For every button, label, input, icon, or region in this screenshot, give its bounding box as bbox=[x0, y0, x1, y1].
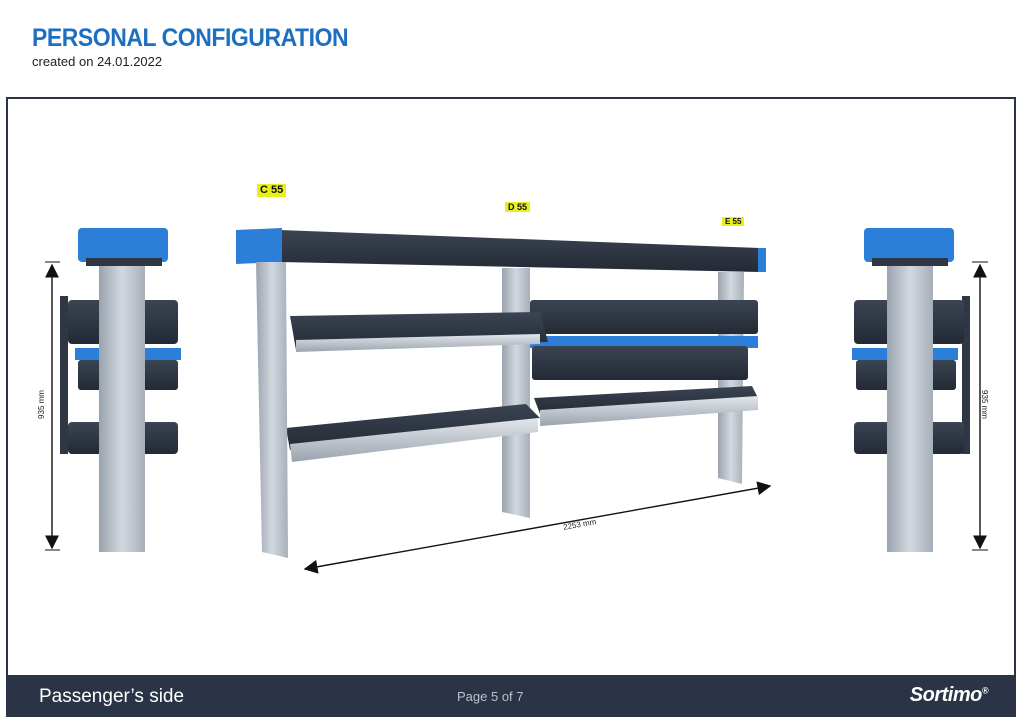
label-e55: E 55 bbox=[722, 217, 745, 227]
footer-bar: Passenger’s side Page 5 of 7 Sortimo® bbox=[6, 675, 1016, 717]
page-title: PERSONAL CONFIGURATION bbox=[32, 24, 349, 52]
creation-date: created on 24.01.2022 bbox=[32, 54, 163, 69]
right-side-view bbox=[852, 228, 970, 552]
page-indicator: Page 5 of 7 bbox=[457, 689, 524, 704]
height-label-right: 935 mm bbox=[979, 390, 989, 419]
width-dimension bbox=[303, 481, 772, 574]
view-side-label: Passenger’s side bbox=[39, 686, 185, 707]
brand-logo: Sortimo® bbox=[909, 684, 989, 706]
left-side-view bbox=[60, 228, 181, 552]
main-perspective-view bbox=[236, 228, 766, 558]
label-c55: C 55 bbox=[257, 184, 287, 197]
label-d55: D 55 bbox=[505, 202, 531, 213]
height-label-left: 935 mm bbox=[36, 390, 46, 419]
